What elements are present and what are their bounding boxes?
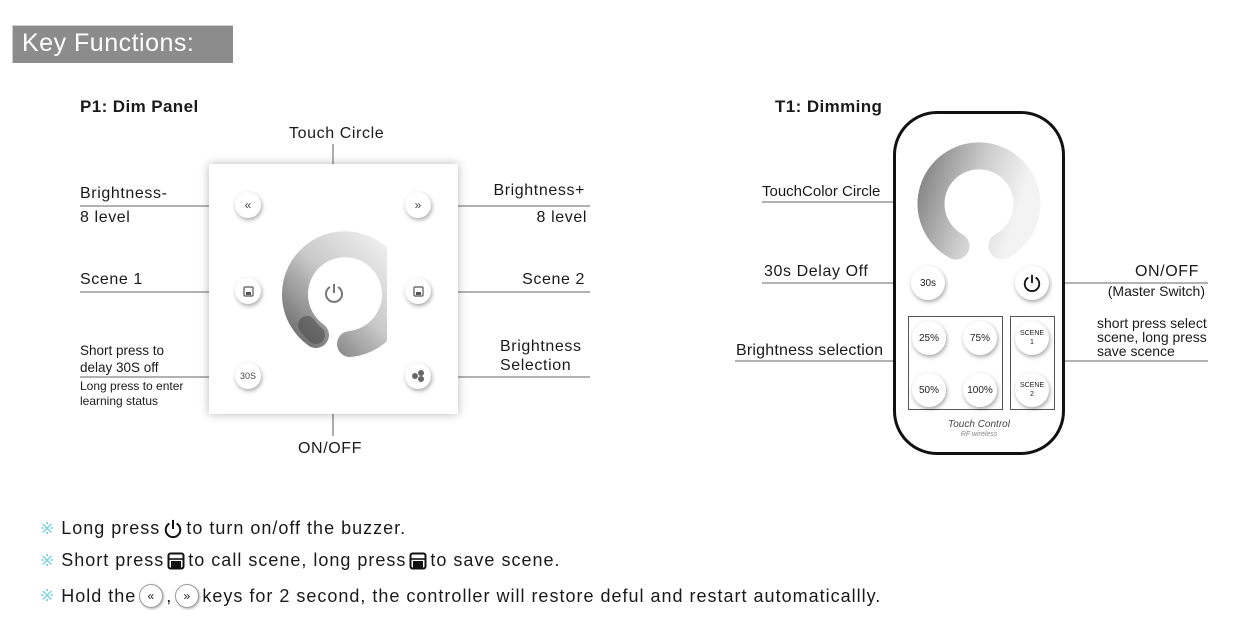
note-1-text-a: Long press [61, 518, 161, 538]
save-icon [409, 552, 427, 570]
brightness-selection-label2: Selection [500, 357, 572, 374]
brand-line2: RF wireless [960, 431, 998, 438]
note-2: ※ Short press to call scene, long press … [40, 550, 560, 571]
power-icon [1023, 274, 1041, 292]
note-1-text-b: to turn on/off the buzzer. [186, 518, 407, 538]
note-2-mark: ※ [40, 550, 56, 570]
double-chevron-right-icon: » [175, 584, 200, 608]
brightness-up-button[interactable]: » [405, 192, 431, 218]
double-chevron-right-icon: » [414, 198, 422, 212]
short-press-line2: delay 30S off [80, 360, 159, 375]
brightness-100-button[interactable]: 100% [963, 373, 997, 407]
note-3-text-a: Hold the [61, 585, 137, 606]
save-icon [167, 552, 185, 570]
power-icon [163, 519, 183, 539]
delay-30s-label: 30S [239, 371, 256, 381]
brightness-plus-level: 8 level [536, 209, 587, 226]
scene1-button[interactable] [235, 278, 261, 304]
brightness-25-label: 25% [918, 332, 939, 344]
p1-title: P1: Dim Panel [80, 97, 199, 116]
brand-line1: Touch Control [948, 419, 1010, 430]
t1-scene1-number: 1 [1030, 339, 1034, 346]
t1-scene2-label: SCENE [1019, 382, 1045, 389]
scene-note-line3: save scence [1097, 343, 1175, 359]
t1-onoff-label: ON/OFF [1134, 263, 1199, 280]
brightness-50-label: 50% [918, 384, 939, 396]
t1-power-button[interactable] [1015, 266, 1049, 300]
brightness-plus-label: Brightness+ [493, 182, 585, 199]
t1-scene1-button[interactable]: SCENE 1 [1015, 321, 1049, 355]
long-press-line2: learning status [80, 394, 159, 408]
brightness-selection-button[interactable] [405, 363, 431, 389]
brightness-75-button[interactable]: 75% [963, 321, 997, 355]
t1-delay-30s-label: 30s [919, 277, 937, 289]
master-switch-label: (Master Switch) [1107, 283, 1205, 299]
delay-off-label: 30s Delay Off [764, 263, 869, 280]
brightness-100-label: 100% [967, 384, 993, 396]
t1-scene2-button[interactable]: SCENE 2 [1015, 373, 1049, 407]
short-press-line1: Short press to [80, 343, 165, 358]
scene2-button[interactable] [405, 278, 431, 304]
fan-icon [412, 370, 424, 382]
note-2-text-c: to save scene. [430, 550, 561, 570]
brightness-minus-label: Brightness- [80, 185, 168, 202]
power-icon[interactable] [323, 282, 345, 309]
note-2-text-b: to call scene, long press [188, 550, 407, 570]
touch-color-circle-label: TouchColor Circle [762, 183, 881, 200]
brightness-selection-label1: Brightness [500, 338, 582, 355]
onoff-label: ON/OFF [298, 440, 363, 457]
note-2-text-a: Short press [61, 550, 165, 570]
brightness-25-button[interactable]: 25% [912, 321, 946, 355]
delay-30s-button[interactable]: 30S [235, 363, 261, 389]
double-chevron-left-icon: « [244, 198, 252, 212]
brightness-button-group: 25% 75% 50% 100% [908, 316, 1003, 410]
brightness-50-button[interactable]: 50% [912, 373, 946, 407]
scene2-label: Scene 2 [522, 271, 585, 288]
brightness-selection-label: Brightness selection [736, 342, 884, 359]
t1-scene1-label: SCENE [1019, 330, 1045, 337]
touch-circle-ring[interactable] [267, 230, 387, 360]
dim-panel: « » 30S [209, 164, 458, 414]
touch-circle-label: Touch Circle [289, 125, 385, 142]
remote-control: 30s 25% 75% 50% 100% SCENE 1 SCENE 2 Touch… [893, 111, 1065, 455]
t1-scene2-number: 2 [1030, 391, 1034, 398]
note-3-sep: , [166, 585, 173, 606]
save-icon [242, 285, 254, 297]
scene1-label: Scene 1 [80, 271, 143, 288]
touch-color-circle-ring[interactable] [904, 130, 1054, 280]
t1-delay-30s-button[interactable]: 30s [911, 266, 945, 300]
brightness-minus-level: 8 level [80, 209, 131, 226]
section-header: Key Functions: [12, 25, 233, 63]
note-3: ※ Hold the « , » keys for 2 second, the … [40, 584, 881, 608]
double-chevron-left-icon: « [139, 584, 164, 608]
brightness-75-label: 75% [969, 332, 990, 344]
section-header-title: Key Functions: [22, 29, 195, 57]
note-3-text-b: keys for 2 second, the controller will r… [202, 585, 882, 606]
long-press-line1: Long press to enter [80, 379, 184, 393]
save-icon [412, 285, 424, 297]
scene-note-line1: short press select [1097, 315, 1207, 331]
note-1-mark: ※ [40, 518, 56, 538]
t1-title: T1: Dimming [775, 97, 883, 116]
scene-note-line2: scene, long press [1097, 329, 1207, 345]
note-3-mark: ※ [40, 586, 56, 605]
brightness-down-button[interactable]: « [235, 192, 261, 218]
scene-button-group: SCENE 1 SCENE 2 [1010, 316, 1055, 410]
note-1: ※ Long press to turn on/off the buzzer. [40, 518, 406, 539]
